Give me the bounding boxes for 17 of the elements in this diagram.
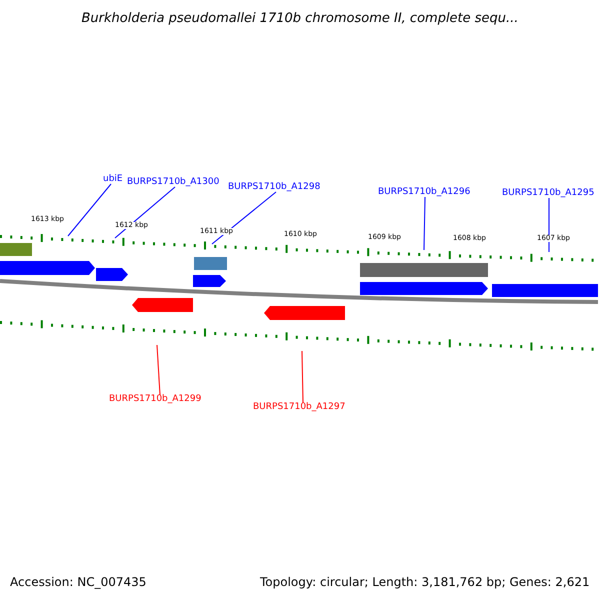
gene-label: BURPS1710b_A1300	[127, 178, 220, 187]
title: Burkholderia pseudomallei 1710b chromosome II, complete sequ...	[82, 12, 518, 25]
leader-line	[68, 184, 112, 236]
gene-label: BURPS1710b_A1299	[109, 395, 202, 404]
accession-text: Accession: NC_007435	[10, 576, 146, 588]
leader-line	[548, 198, 550, 252]
leader-line	[424, 196, 426, 250]
gene-label: ubiE	[103, 175, 123, 184]
topology-text: Topology: circular; Length: 3,181,762 bp; Genes: 2,621	[260, 576, 590, 588]
gene-label: BURPS1710b_A1298	[228, 183, 320, 192]
leader-line	[156, 344, 160, 396]
gene-label: BURPS1710b_A1295	[502, 189, 594, 198]
gene-label: BURPS1710b_A1297	[253, 403, 346, 412]
gene-label: BURPS1710b_A1296	[378, 188, 470, 197]
leader-line	[212, 192, 276, 244]
leader-line	[302, 350, 304, 404]
leader-line	[114, 186, 176, 238]
